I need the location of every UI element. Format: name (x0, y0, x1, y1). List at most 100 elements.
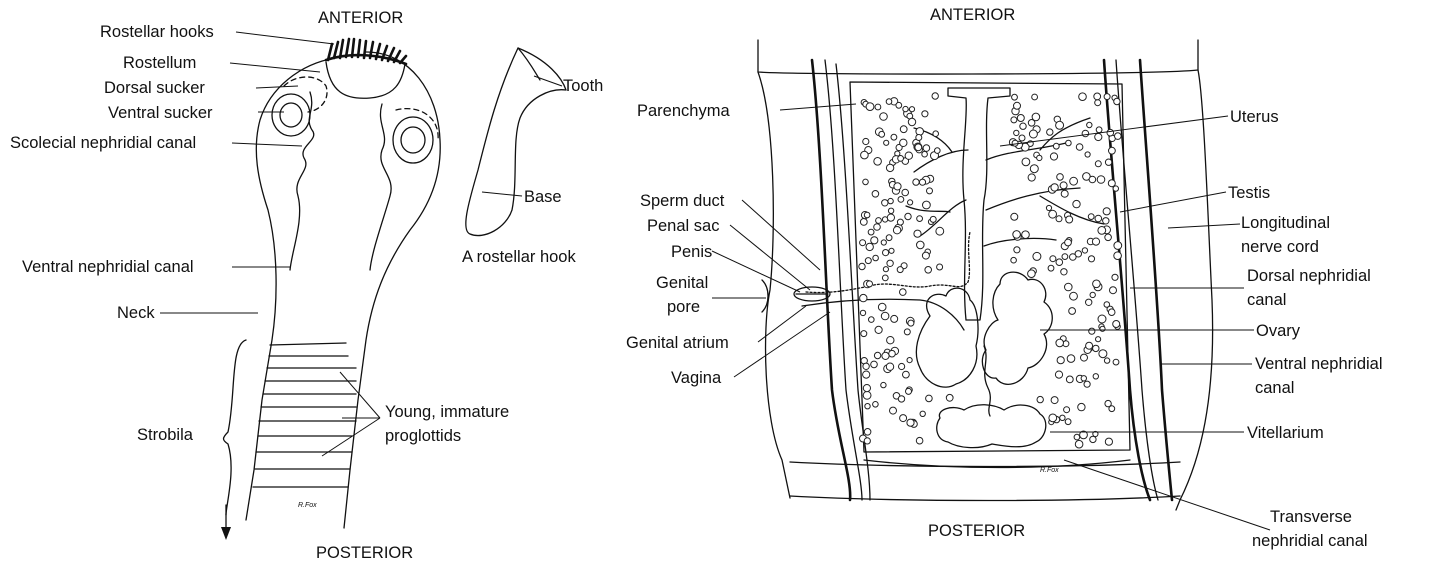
testis-follicle (893, 227, 900, 234)
testis-follicle (899, 363, 905, 369)
testis-follicle (1051, 184, 1058, 191)
testis-follicle (1066, 376, 1073, 383)
label-hook-caption: A rostellar hook (462, 248, 576, 266)
testis-follicle (891, 134, 897, 140)
testis-follicle (881, 312, 889, 320)
testis-follicle (865, 404, 870, 409)
testis-follicle (1100, 326, 1105, 331)
testis-follicle (908, 200, 913, 205)
testis-follicle (1104, 302, 1110, 308)
testis-follicle (1011, 117, 1017, 123)
label-scolecial-canal: Scolecial nephridial canal (10, 134, 196, 152)
testis-follicle (1050, 256, 1056, 262)
testis-follicle (1113, 359, 1119, 365)
label-longitudinal-nerve-1: Longitudinal (1241, 214, 1330, 232)
testis-follicle (863, 179, 869, 185)
testis-follicle (1092, 238, 1099, 245)
testis-follicle (871, 237, 878, 244)
testis-follicle (1110, 287, 1117, 294)
scolex-outline (246, 52, 440, 528)
testis-follicle (860, 310, 865, 315)
testis-follicle (871, 361, 878, 368)
testis-follicle (1011, 257, 1017, 263)
testis-follicle (874, 158, 882, 166)
rostellum (326, 62, 405, 98)
label-rostellar-hooks: Rostellar hooks (100, 23, 214, 41)
testis-follicle (1037, 155, 1042, 160)
testis-follicle (936, 227, 944, 235)
vitellarium (937, 405, 1046, 448)
testis-follicle (1022, 158, 1030, 166)
testis-follicle (920, 411, 925, 416)
testis-follicle (909, 107, 914, 112)
testis-follicle (879, 131, 885, 137)
label-genital-pore-2: pore (667, 298, 700, 316)
testis-follicle (886, 235, 892, 241)
testis-follicle (1107, 129, 1114, 136)
testis-follicle (1062, 254, 1068, 260)
testis-follicle (1094, 93, 1101, 100)
testis-follicle (1084, 381, 1090, 387)
testis-follicle (1048, 265, 1054, 271)
testis-follicle (1065, 239, 1072, 246)
testis-follicle (1028, 174, 1035, 181)
scolex-figure: ANTERIOR (10, 9, 509, 562)
testis-follicle (1012, 94, 1018, 100)
testis-follicle (867, 281, 873, 287)
testis-follicle (946, 394, 953, 401)
testis-follicle (1103, 208, 1110, 215)
label-ovary: Ovary (1256, 322, 1301, 340)
testis-follicle (1096, 127, 1102, 133)
testis-follicle (1019, 135, 1025, 141)
testis-follicle (881, 382, 886, 387)
testis-follicle (1069, 308, 1076, 315)
testis-follicle (900, 126, 907, 133)
testis-follicle (1066, 216, 1073, 223)
testis-follicle (1066, 140, 1072, 146)
testis-follicle (896, 102, 902, 108)
testis-follicle (1105, 400, 1111, 406)
testis-follicle (1050, 153, 1057, 160)
testis-follicle (873, 402, 879, 408)
testis-follicle (1028, 270, 1036, 278)
testis-follicle (1090, 436, 1096, 442)
testis-follicle (922, 111, 928, 117)
testis-follicle (1011, 213, 1018, 220)
testis-follicle (917, 216, 923, 222)
label-dorsal-canal-2: canal (1247, 291, 1286, 309)
label-rostellum: Rostellum (123, 54, 196, 72)
testis-follicle (1112, 274, 1118, 280)
testis-follicle (932, 93, 938, 99)
label-dorsal-canal-1: Dorsal nephridial (1247, 267, 1371, 285)
testis-follicle (1081, 376, 1086, 381)
right-posterior-heading: POSTERIOR (928, 522, 1025, 540)
testis-follicle (1065, 283, 1073, 291)
testis-follicle (898, 396, 904, 402)
testis-follicle (860, 219, 867, 226)
ventral-sucker-right (393, 109, 438, 163)
testis-follicle (926, 395, 933, 402)
testis-follicle (937, 264, 943, 270)
testis-follicle (869, 317, 875, 323)
label-vitellarium: Vitellarium (1247, 424, 1324, 442)
testis-follicle (1114, 242, 1122, 250)
testis-follicle (1104, 358, 1109, 363)
label-dorsal-sucker: Dorsal sucker (104, 79, 205, 97)
testis-follicle (897, 267, 903, 273)
testis-follicle (1053, 143, 1059, 149)
testis-follicle (1074, 434, 1080, 440)
testis-follicle (1033, 252, 1041, 260)
label-strobila: Strobila (137, 426, 194, 444)
testis-follicle (894, 183, 901, 190)
scolecial-canal-right (370, 104, 391, 270)
label-genital-pore-1: Genital (656, 274, 708, 292)
testis-follicle (866, 243, 873, 250)
testis-follicle (886, 164, 893, 171)
hook-outline (466, 48, 566, 236)
testis-follicle (1032, 94, 1038, 100)
testis-follicle (1075, 440, 1083, 448)
testis-follicle (919, 179, 925, 185)
testis-follicle (1061, 190, 1068, 197)
testis-follicle (1090, 292, 1095, 297)
